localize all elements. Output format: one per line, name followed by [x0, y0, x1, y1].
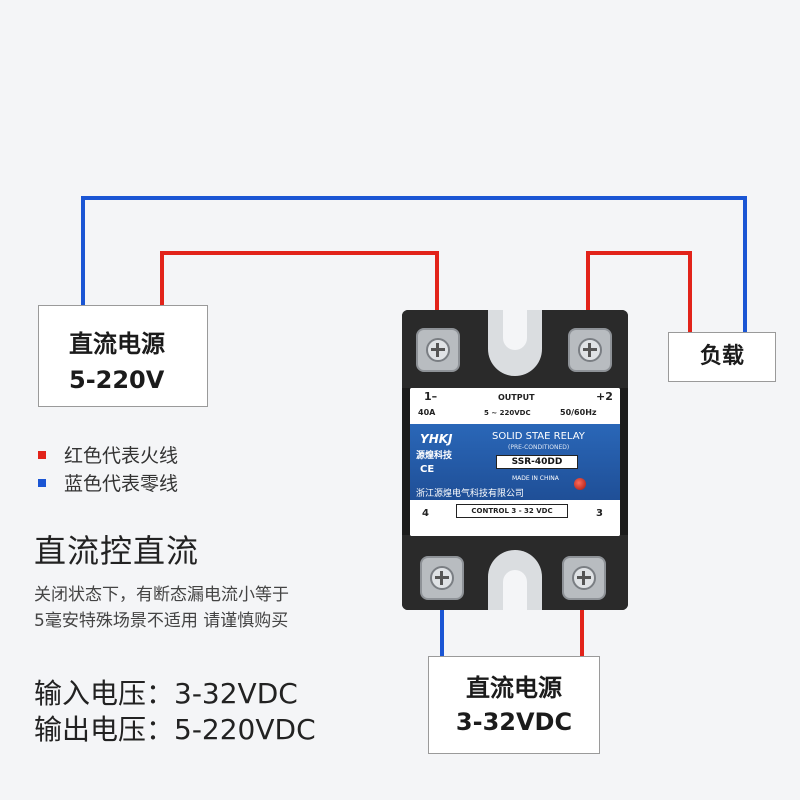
brand-name: 源煌科技	[416, 451, 453, 461]
output-voltage-range: 5 ~ 220VDC	[484, 409, 531, 417]
relay-title: SOLID STAE RELAY	[492, 431, 585, 442]
blue-square-icon	[38, 478, 46, 487]
terminal-4-label: 4	[422, 508, 429, 519]
current-rating: 40A	[418, 408, 436, 417]
red-wire-top-left	[160, 251, 439, 335]
bottom-mounting-hole	[488, 550, 542, 610]
psu-out-line2: 5-220V	[69, 366, 165, 394]
terminal-3-label: 3	[596, 508, 603, 519]
output-voltage-spec: 输出电压：5-220VDC	[34, 713, 316, 746]
terminal-2-screw-icon	[568, 328, 612, 372]
load-box: 负载	[668, 332, 776, 382]
dc-power-supply-output-box: 直流电源 5-220V	[38, 305, 208, 407]
model-number: SSR-40DD	[496, 455, 578, 469]
frequency-label: 50/60Hz	[560, 408, 597, 417]
relay-subtitle: (PRE-CONDITIONED)	[508, 444, 570, 451]
company-name: 浙江源煌电气科技有限公司	[416, 489, 525, 499]
made-in-label: MADE IN CHINA	[512, 475, 559, 482]
dc-power-supply-control-box: 直流电源 3-32VDC	[428, 656, 600, 754]
legend-blue-text: 蓝色代表零线	[64, 473, 179, 495]
output-label: OUTPUT	[498, 393, 535, 402]
blue-wire-top	[81, 196, 747, 333]
psu-ctrl-line1: 直流电源	[466, 674, 562, 702]
brand-logo: YHKJ	[420, 432, 453, 446]
ce-mark-icon: CE	[420, 464, 435, 475]
terminal-4-screw-icon	[420, 556, 464, 600]
terminal-3-screw-icon	[562, 556, 606, 600]
load-label: 负载	[699, 344, 744, 369]
legend-blue: 蓝色代表零线	[38, 469, 178, 496]
terminal-1-label: 1–	[424, 390, 438, 403]
red-wire-top-right	[586, 251, 692, 335]
control-voltage-label: CONTROL 3 - 32 VDC	[456, 504, 568, 518]
terminal-2-label: +2	[596, 390, 613, 403]
psu-out-line1: 直流电源	[69, 330, 165, 358]
legend-red-text: 红色代表火线	[64, 445, 179, 467]
solid-state-relay: OUTPUT 1– +2 40A 5 ~ 220VDC 50/60Hz YHKJ…	[402, 310, 628, 610]
red-square-icon	[38, 450, 46, 459]
input-voltage-spec: 输入电压：3-32VDC	[34, 677, 298, 710]
status-led-icon	[574, 478, 586, 490]
psu-ctrl-line2: 3-32VDC	[455, 708, 573, 736]
heading: 直流控直流	[34, 532, 200, 570]
note-line1: 关闭状态下，有断态漏电流小等于	[34, 585, 289, 605]
relay-label: OUTPUT 1– +2 40A 5 ~ 220VDC 50/60Hz YHKJ…	[410, 388, 620, 536]
note-line2: 5毫安特殊场景不适用 请谨慎购买	[34, 611, 289, 631]
legend-red: 红色代表火线	[38, 441, 178, 468]
top-mounting-slot	[488, 310, 542, 376]
terminal-1-screw-icon	[416, 328, 460, 372]
